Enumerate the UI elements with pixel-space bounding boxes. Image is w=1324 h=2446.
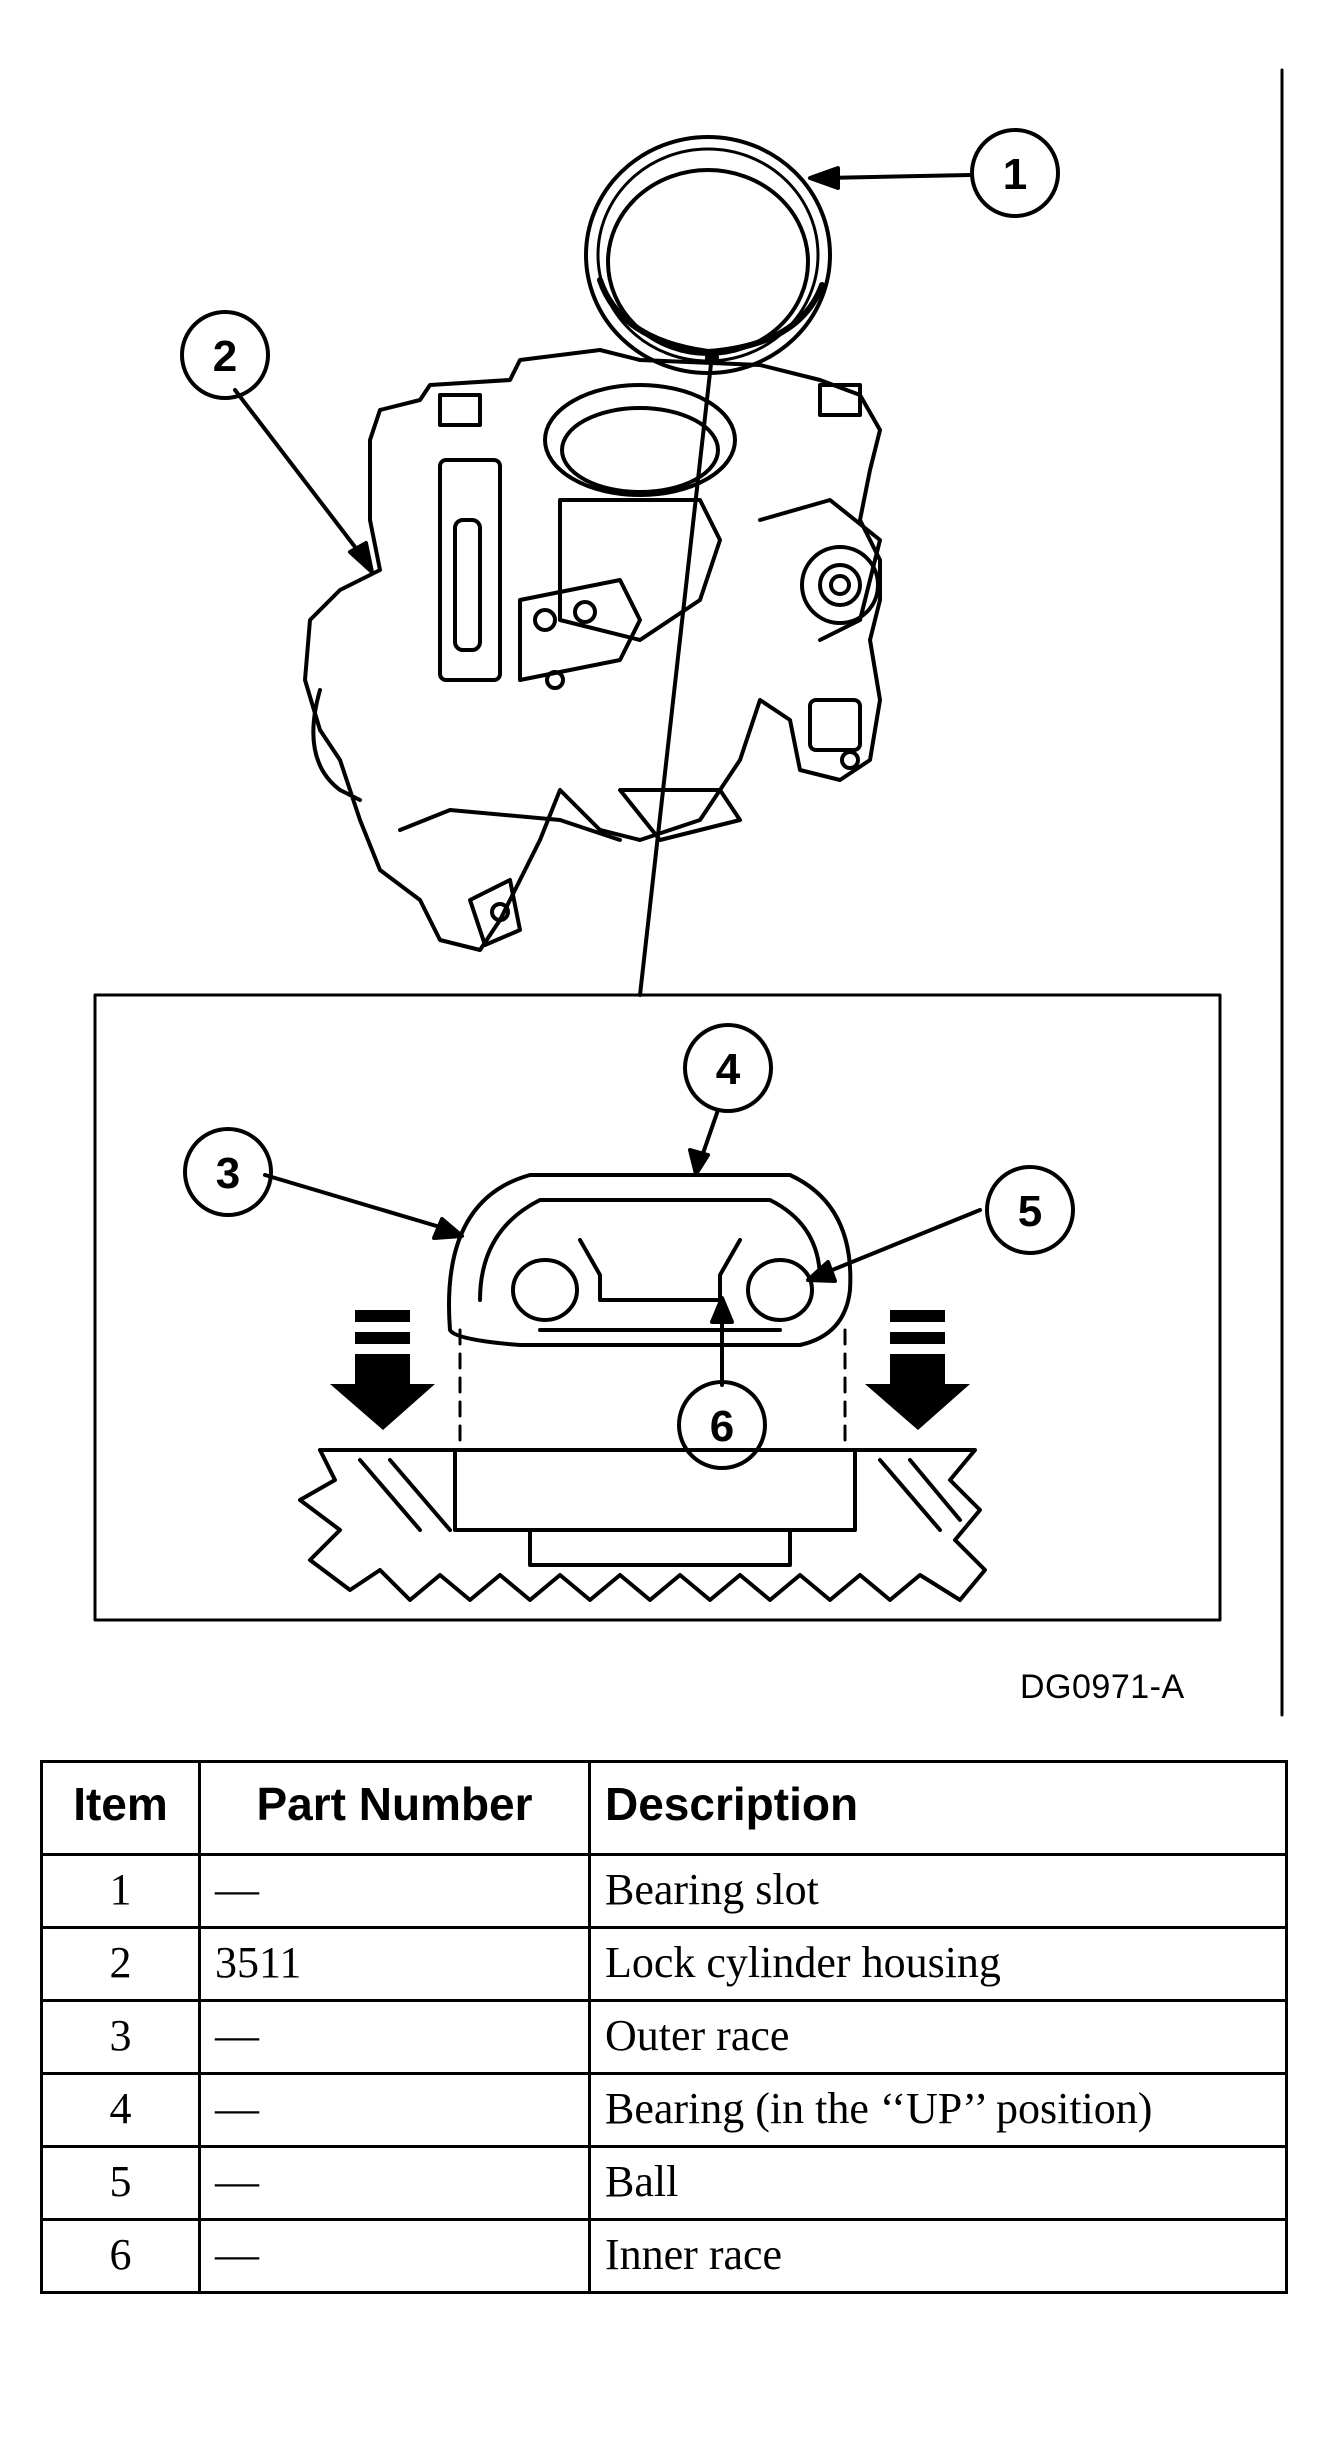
header-part-number: Part Number xyxy=(198,1760,591,1856)
cell-item: 5 xyxy=(40,2145,201,2221)
callout-circle-3 xyxy=(183,1127,273,1217)
detail-inset-box xyxy=(93,993,1222,1622)
push-arrow-left xyxy=(330,1310,435,1430)
leader-2 xyxy=(233,388,367,562)
table-row: 1 — Bearing slot xyxy=(40,1853,1288,1929)
cell-part-number: 3511 xyxy=(198,1926,591,2002)
cell-part-number: — xyxy=(198,2145,591,2221)
cell-part-number: — xyxy=(198,2072,591,2148)
callout-number-4: 4 xyxy=(716,1045,741,1094)
cell-description: Outer race xyxy=(588,1999,1288,2075)
figure-id-label: DG0971-A xyxy=(1020,1668,1185,1706)
cell-item: 4 xyxy=(40,2072,201,2148)
header-description: Description xyxy=(588,1760,1288,1856)
callout-number-2: 2 xyxy=(213,332,237,381)
callout-circle-2 xyxy=(180,310,270,400)
callout-circle-4 xyxy=(683,1023,773,1113)
callout-circle-1 xyxy=(970,128,1060,218)
table-row: 2 3511 Lock cylinder housing xyxy=(40,1926,1288,2002)
cell-description: Bearing slot xyxy=(588,1853,1288,1929)
table-row: 5 — Ball xyxy=(40,2145,1288,2221)
leader-3 xyxy=(263,1173,452,1232)
cell-description: Lock cylinder housing xyxy=(588,1926,1288,2002)
callout-number-6: 6 xyxy=(710,1402,734,1451)
callout-number-3: 3 xyxy=(216,1149,240,1198)
cell-part-number: — xyxy=(198,1853,591,1929)
header-item: Item xyxy=(40,1760,201,1856)
table-row: 6 — Inner race xyxy=(40,2218,1288,2294)
cell-item: 1 xyxy=(40,1853,201,1929)
table-header-row: Item Part Number Description xyxy=(40,1760,1288,1856)
cell-item: 2 xyxy=(40,1926,201,2002)
cell-description: Bearing (in the ‘‘UP’’ position) xyxy=(588,2072,1288,2148)
table-row: 4 — Bearing (in the ‘‘UP’’ position) xyxy=(40,2072,1288,2148)
callout-circle-5 xyxy=(985,1165,1075,1255)
cell-item: 3 xyxy=(40,1999,201,2075)
push-arrow-right xyxy=(865,1310,970,1430)
callout-number-1: 1 xyxy=(1003,150,1027,199)
detail-leader xyxy=(638,353,714,997)
cell-part-number: — xyxy=(198,2218,591,2294)
cell-part-number: — xyxy=(198,1999,591,2075)
callout-number-5: 5 xyxy=(1018,1187,1042,1236)
cell-description: Ball xyxy=(588,2145,1288,2221)
bearing-cross-section-drawing xyxy=(298,1173,987,1602)
leader-1 xyxy=(823,173,972,180)
table-row: 3 — Outer race xyxy=(40,1999,1288,2075)
cell-description: Inner race xyxy=(588,2218,1288,2294)
lock-cylinder-housing-drawing xyxy=(303,348,882,952)
cell-item: 6 xyxy=(40,2218,201,2294)
callout-circle-6 xyxy=(677,1380,767,1470)
bearing-ring-drawing xyxy=(584,135,832,375)
leader-5 xyxy=(818,1208,982,1277)
exploded-view-illustration: 1 2 3 4 5 6 xyxy=(93,68,1284,1717)
parts-table: Item Part Number Description 1 — Bearing… xyxy=(40,1760,1288,2294)
